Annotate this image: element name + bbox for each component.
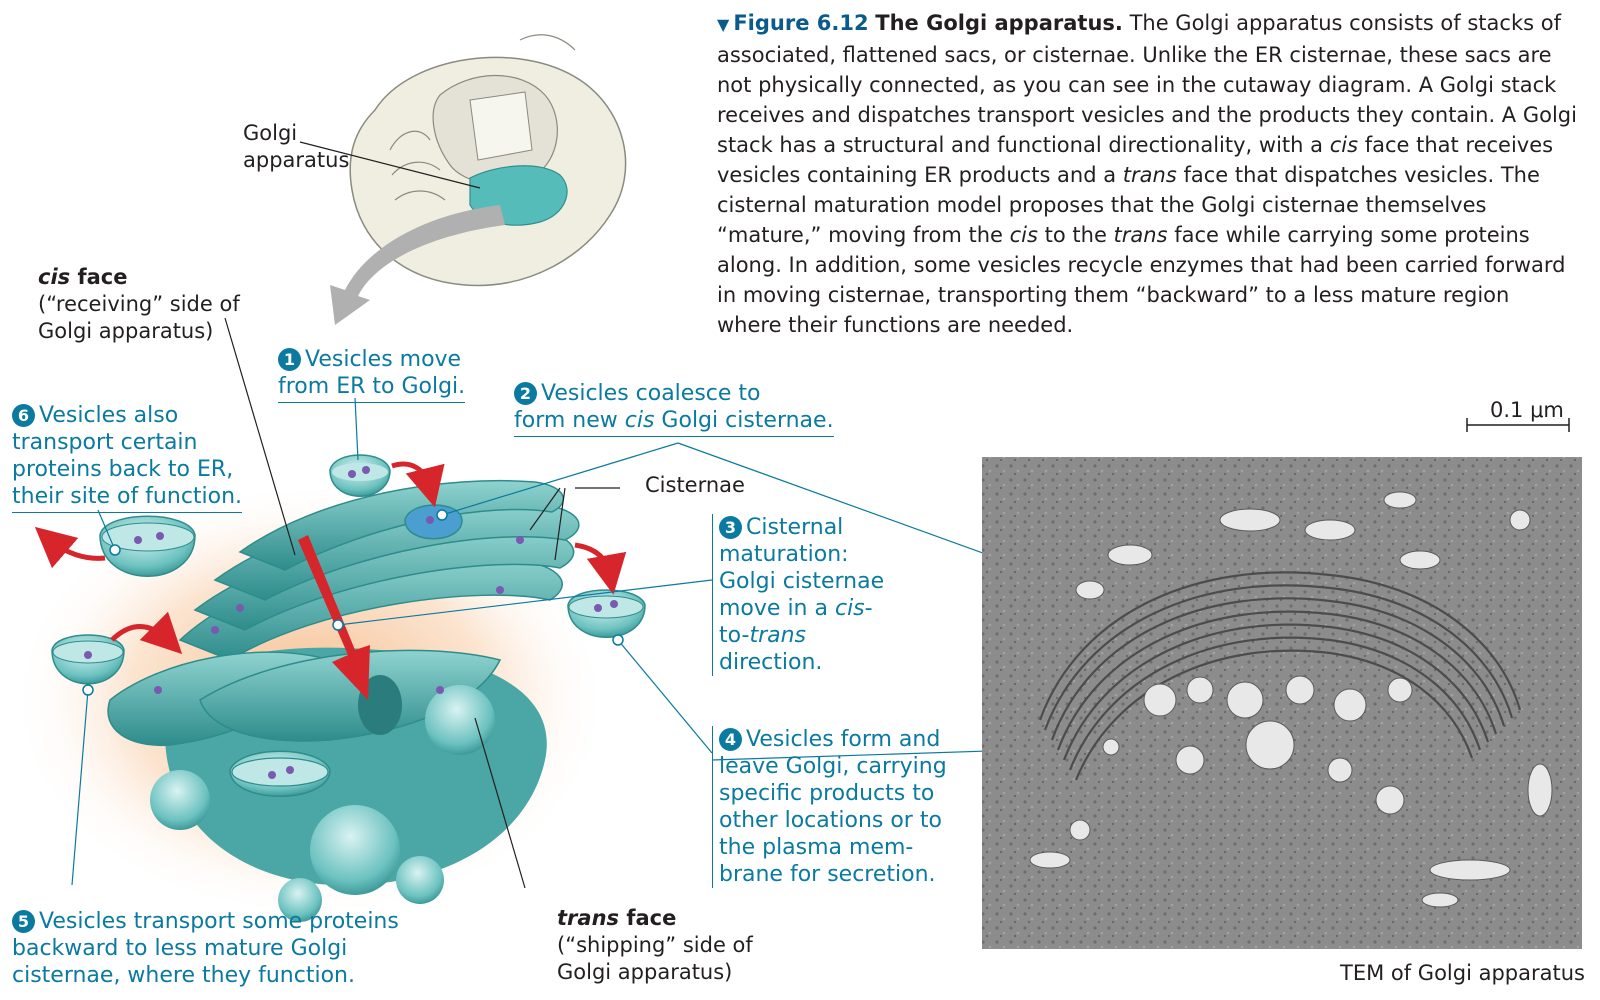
caption-segment: trans — [1122, 163, 1177, 187]
figure-label: Figure 6.12 — [733, 11, 869, 35]
leader-dot — [612, 634, 624, 646]
caption-body: The Golgi apparatus consists of stacks o… — [717, 11, 1577, 337]
black-leader-lines — [224, 317, 620, 889]
caption-segment: face that dispatches vesicles. The ciste… — [717, 163, 1540, 247]
tem-micrograph — [982, 457, 1582, 949]
cis-face-label: cis face (“receiving” side of Golgi appa… — [38, 265, 240, 343]
arrow-back-to-er — [34, 526, 106, 569]
leader-dot — [109, 544, 121, 556]
arrow-cis-to-trans — [298, 535, 370, 700]
vesicle-leaving — [567, 589, 646, 638]
vesicle-back-to-er — [99, 515, 196, 577]
scale-label: 0.1 μm — [1490, 398, 1564, 422]
arrow-er-to-golgi — [391, 461, 445, 508]
zoom-arrow — [330, 205, 505, 325]
caption-segment: to the — [1037, 223, 1114, 247]
caption-segment: face while carrying some proteins along.… — [717, 223, 1566, 337]
vesicle-coalescing — [404, 504, 463, 540]
vesicle-backward — [51, 634, 125, 685]
caption-segment: trans — [1113, 223, 1168, 247]
leader-dot — [82, 684, 94, 696]
golgi-stack — [107, 479, 580, 922]
caption-segment: cis — [1329, 133, 1359, 157]
caption-segment: cis — [1009, 223, 1038, 247]
figure-caption: ▼Figure 6.12 The Golgi apparatus. The Go… — [717, 8, 1577, 340]
leader-dot — [332, 619, 344, 631]
arrow-backward — [110, 611, 183, 655]
caption-segment: The Golgi apparatus consists of stacks o… — [717, 11, 1577, 157]
golgi-leader-line — [299, 141, 481, 189]
arrow-leaving — [574, 542, 627, 595]
caption-segment: face that receives vesicles containing E… — [717, 133, 1554, 187]
cisternae-label: Cisternae — [645, 473, 745, 497]
figure-title: The Golgi apparatus. — [875, 11, 1123, 35]
scale-bar — [1466, 418, 1570, 432]
trans-face-label: trans face (“shipping” side of Golgi app… — [557, 906, 753, 984]
vesicle-er-to-golgi — [329, 454, 391, 497]
tem-label: TEM of Golgi apparatus — [1340, 961, 1585, 985]
golgi-label: Golgi apparatus — [243, 121, 350, 172]
caption-triangle-icon: ▼ — [717, 15, 730, 34]
leader-dot — [436, 509, 448, 521]
